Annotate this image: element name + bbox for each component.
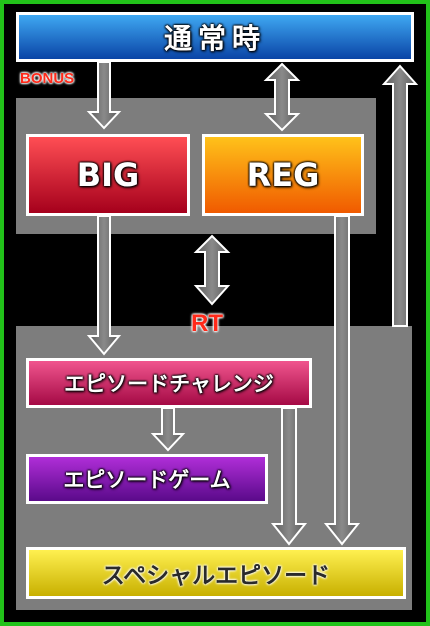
normal-state-label: 通常時 xyxy=(163,22,266,55)
rt-tag: RT xyxy=(191,310,223,337)
arrow-challenge-to-special xyxy=(270,407,308,546)
episode-challenge-box: エピソードチャレンジ xyxy=(26,358,312,408)
flow-arrows xyxy=(86,61,419,546)
episode-game-label: エピソードゲーム xyxy=(63,468,231,492)
episode-challenge-label: エピソードチャレンジ xyxy=(64,372,274,396)
special-episode-label: スペシャルエピソード xyxy=(101,563,331,589)
arrow-special-to-normal xyxy=(381,64,419,327)
arrow-normal-reg-double xyxy=(263,62,301,132)
episode-game-box: エピソードゲーム xyxy=(26,454,268,504)
big-bonus-label: BIG xyxy=(76,156,140,194)
arrow-bonus-rt-double xyxy=(193,234,231,306)
arrow-reg-to-special xyxy=(323,215,361,546)
arrow-big-to-challenge xyxy=(86,215,122,356)
bonus-tag: BONUS xyxy=(20,70,75,87)
reg-bonus-box: REG xyxy=(202,134,364,216)
big-bonus-box: BIG xyxy=(26,134,190,216)
reg-bonus-label: REG xyxy=(246,156,320,194)
normal-state-box: 通常時 xyxy=(16,12,414,62)
special-episode-box: スペシャルエピソード xyxy=(26,547,406,599)
arrow-normal-to-big xyxy=(86,61,122,130)
arrow-challenge-to-game xyxy=(150,407,186,452)
